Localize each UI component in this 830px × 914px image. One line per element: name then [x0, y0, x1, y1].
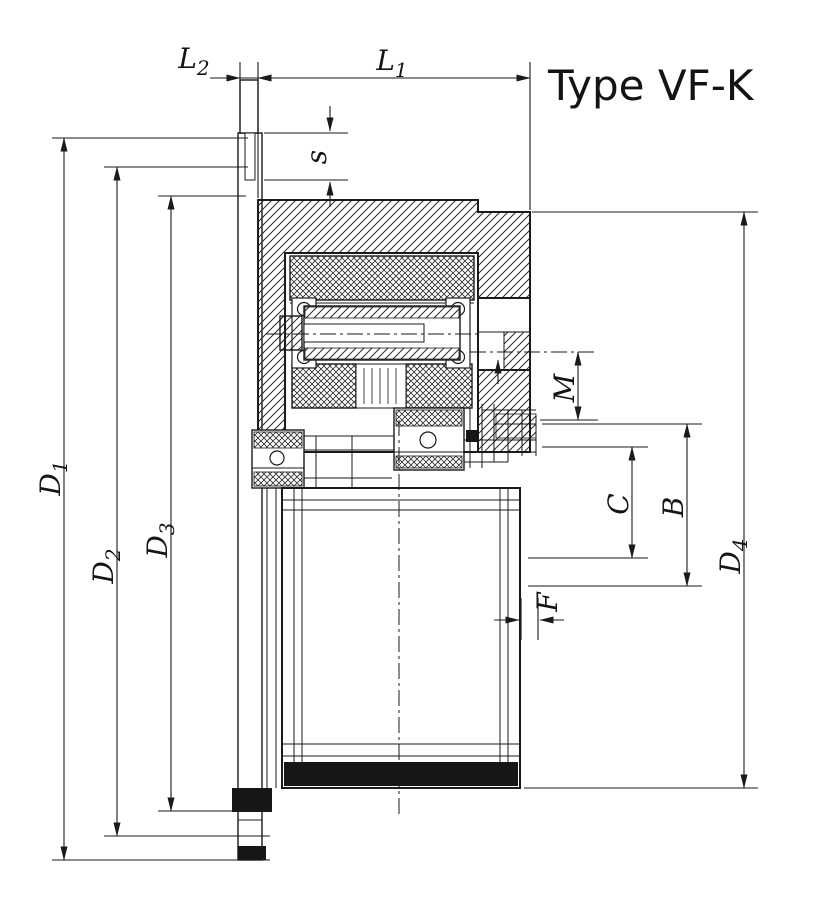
- dimension-annotations: L2 L1 s D1 D2 D3 D4: [34, 42, 758, 861]
- extension-lines-d2: [104, 166, 270, 837]
- flange-dark-block: [466, 430, 478, 442]
- extension-lines-s: [264, 132, 348, 181]
- worm-shaft-assembly: [279, 297, 471, 369]
- dim-label-f: F: [531, 591, 564, 613]
- dimension-c: C: [528, 446, 648, 559]
- extension-lines-f: [520, 598, 539, 640]
- bearing-hatch: [253, 431, 303, 449]
- extension-lines-l: [239, 62, 531, 210]
- dim-label-s: s: [300, 150, 333, 164]
- dimension-d1: D1: [34, 137, 270, 861]
- bearing-hatch: [395, 409, 463, 427]
- wheel-bearing-sections: [251, 407, 465, 489]
- bearing-ball: [419, 431, 437, 449]
- flange-detail-lines: [238, 452, 277, 821]
- flange-rim-dark-band: [238, 846, 266, 860]
- gear-teeth-lines: [363, 368, 397, 404]
- flange-stack-hatch: [495, 413, 537, 439]
- worm-thread-bottom: [304, 347, 460, 360]
- wheel-hub-lines: [304, 435, 394, 489]
- center-lines: [266, 333, 598, 814]
- dim-label-d3: D3: [141, 522, 179, 558]
- sleeve-wall-lines: [282, 488, 520, 764]
- bearing-hatch: [395, 455, 463, 469]
- dimension-s: s: [264, 106, 348, 207]
- sleeve-outline: [281, 487, 521, 789]
- worm-mesh-window: [355, 363, 407, 409]
- dim-label-d2: D2: [87, 548, 125, 584]
- shaft-bore: [303, 323, 425, 343]
- output-seal-step: [503, 331, 531, 371]
- extension-lines-d1: [52, 137, 270, 861]
- upper-winding: [289, 255, 475, 301]
- bearing-ball: [269, 450, 285, 466]
- motor-winding-sections: [289, 255, 475, 409]
- dimension-d3: D3: [141, 195, 272, 812]
- dimension-l2-l1: L2 L1: [177, 42, 531, 210]
- flange-top-tab: [239, 79, 259, 134]
- dimension-m: M: [540, 351, 598, 421]
- flange-hub-dark-band: [232, 788, 272, 812]
- dim-label-d4: D4: [714, 538, 752, 574]
- output-flange-section: [464, 404, 537, 468]
- dimension-b: B: [528, 423, 702, 587]
- drawing-title: Type VF-K: [547, 61, 755, 110]
- dim-label-l2: L2: [177, 42, 209, 80]
- output-sleeve-body: [281, 487, 521, 789]
- extension-lines-d4: [524, 211, 758, 789]
- dim-label-l1: L1: [375, 44, 407, 82]
- dim-label-b: B: [657, 497, 690, 519]
- bearing-hatch: [253, 471, 303, 487]
- dimension-d2: D2: [87, 166, 270, 837]
- lower-winding-right: [405, 363, 473, 409]
- lower-winding-left: [291, 363, 357, 409]
- dim-label-m: M: [548, 372, 581, 403]
- dim-label-c: C: [602, 493, 635, 514]
- sleeve-bottom-dark-band: [284, 762, 518, 786]
- shaft-bolt-head: [279, 315, 303, 351]
- worm-thread-top: [304, 306, 460, 319]
- extension-lines-b: [528, 423, 702, 587]
- dimension-d4: D4: [524, 211, 758, 789]
- dimension-f: F: [494, 591, 564, 640]
- dim-label-d1: D1: [34, 460, 72, 496]
- flange-bolt-slot: [244, 132, 256, 181]
